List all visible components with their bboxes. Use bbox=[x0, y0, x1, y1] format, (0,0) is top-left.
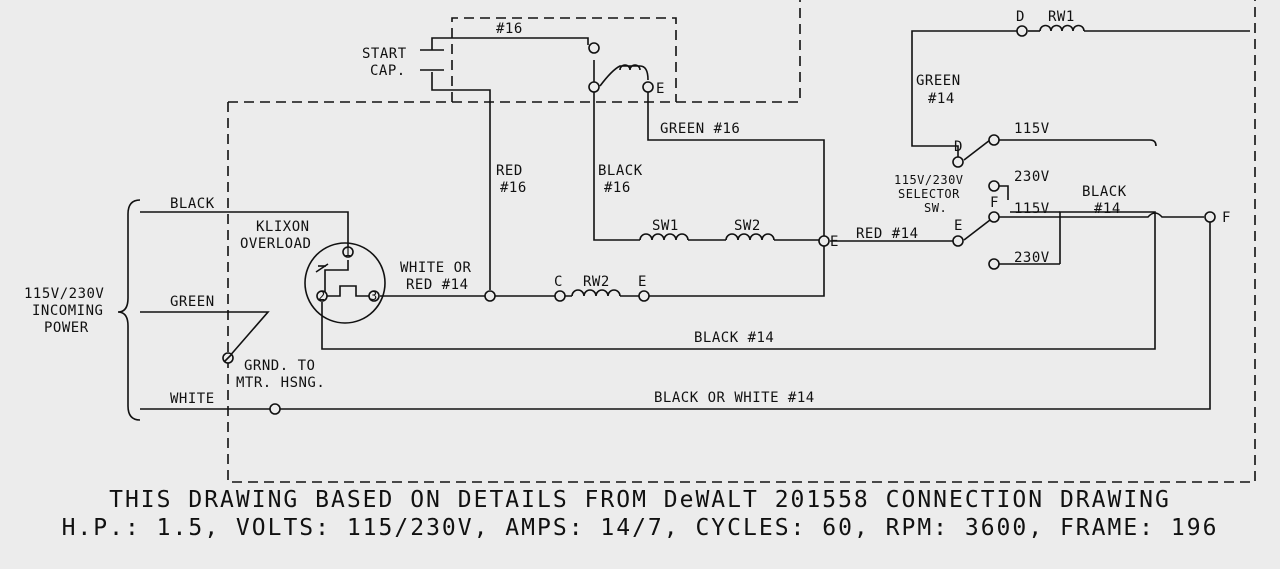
label-c: C bbox=[554, 274, 563, 290]
label-klixon-2: OVERLOAD bbox=[240, 236, 311, 252]
wire-green-16 bbox=[647, 92, 825, 236]
label-v115-mid: 115V bbox=[1014, 201, 1050, 217]
label-grnd-1: GRND. TO bbox=[244, 358, 315, 374]
incoming-power-brace bbox=[117, 199, 141, 421]
label-power-2: INCOMING bbox=[32, 303, 103, 319]
label-white-in: WHITE bbox=[170, 391, 215, 407]
label-black14: BLACK #14 bbox=[694, 330, 774, 346]
wire-black-16 bbox=[593, 92, 640, 241]
coil-rw1 bbox=[1039, 24, 1085, 32]
label-red14: RED #14 bbox=[856, 226, 919, 242]
overload-terminal-3 bbox=[368, 290, 380, 302]
label-e-sw: E bbox=[954, 218, 963, 234]
selector-contact-230v-top bbox=[988, 180, 1000, 192]
label-red16-1: RED bbox=[496, 163, 523, 179]
start-switch-terminal-bottom bbox=[588, 81, 600, 93]
label-overload-terminal-2: 2 bbox=[318, 289, 326, 303]
label-d-top: D bbox=[1016, 9, 1025, 25]
label-white-or-red-1: WHITE OR bbox=[400, 260, 472, 276]
label-e-junction: E bbox=[830, 234, 839, 250]
label-selector-2: SELECTOR bbox=[898, 187, 960, 201]
label-green16: GREEN #16 bbox=[660, 121, 740, 137]
label-grnd-2: MTR. HSNG. bbox=[236, 375, 325, 391]
terminals bbox=[222, 25, 1216, 415]
wire-black-or-white-14 bbox=[280, 222, 1211, 410]
selector-contact-f bbox=[988, 211, 1000, 223]
selector-contact-115v-top bbox=[988, 134, 1000, 146]
label-sw1: SW1 bbox=[652, 218, 679, 234]
label-v230-top: 230V bbox=[1014, 169, 1050, 185]
terminal-c bbox=[554, 290, 566, 302]
coil-rw2 bbox=[571, 289, 621, 297]
label-black-or-white14: BLACK OR WHITE #14 bbox=[654, 390, 815, 406]
label-rw2: RW2 bbox=[583, 274, 610, 290]
selector-terminal-d bbox=[952, 156, 964, 168]
overload-terminal-1 bbox=[342, 246, 354, 258]
labels: START CAP. #16 E GREEN #16 RED #16 BLACK… bbox=[24, 9, 1231, 407]
node-white-incoming bbox=[269, 403, 281, 415]
label-green-in: GREEN bbox=[170, 294, 215, 310]
label-f-sw: F bbox=[990, 195, 999, 211]
selector-terminal-e bbox=[952, 235, 964, 247]
label-rw1: RW1 bbox=[1048, 9, 1075, 25]
label-power-3: POWER bbox=[44, 320, 89, 336]
label-red16-2: #16 bbox=[500, 180, 527, 196]
label-sw2: SW2 bbox=[734, 218, 761, 234]
wire-f-right bbox=[998, 212, 1204, 218]
start-switch-terminal-e bbox=[642, 81, 654, 93]
label-black14-right-2: #14 bbox=[1094, 201, 1121, 217]
terminal-d-rw1 bbox=[1016, 25, 1028, 37]
label-black16-1: BLACK bbox=[598, 163, 643, 179]
label-start-cap-1: START bbox=[362, 46, 407, 62]
label-wire16-top: #16 bbox=[496, 21, 523, 37]
selector-contact-230v-bottom bbox=[988, 258, 1000, 270]
label-power-1: 115V/230V bbox=[24, 286, 104, 302]
label-black-in: BLACK bbox=[170, 196, 215, 212]
coil-sw2 bbox=[725, 233, 775, 241]
start-switch-terminal-top bbox=[588, 42, 600, 54]
coil-sw1 bbox=[639, 233, 689, 241]
label-green14-1: GREEN bbox=[916, 73, 961, 89]
label-d-sw: D bbox=[954, 139, 963, 155]
label-overload-terminal-1: 1 bbox=[344, 245, 352, 259]
coil-start-switch bbox=[619, 64, 641, 71]
klixon-overload bbox=[304, 242, 386, 324]
footer-line-2: H.P.: 1.5, VOLTS: 115/230V, AMPS: 14/7, … bbox=[62, 515, 1219, 541]
selector-blade-e bbox=[963, 219, 991, 241]
terminal-e-rw2 bbox=[638, 290, 650, 302]
selector-blade-d bbox=[963, 139, 991, 161]
terminal-f-right bbox=[1204, 211, 1216, 223]
label-black14-right-1: BLACK bbox=[1082, 184, 1127, 200]
label-overload-terminal-3: 3 bbox=[370, 289, 378, 303]
label-green14-2: #14 bbox=[928, 91, 955, 107]
label-white-or-red-2: RED #14 bbox=[406, 277, 469, 293]
wires bbox=[140, 30, 1250, 410]
start-switch-enclosure bbox=[451, 17, 677, 102]
wire-black-14 bbox=[321, 211, 1156, 350]
label-v115-top: 115V bbox=[1014, 121, 1050, 137]
wire-green-ground bbox=[140, 311, 270, 359]
label-selector-3: SW. bbox=[924, 201, 947, 215]
overload-terminal-2 bbox=[316, 290, 328, 302]
label-f-right: F bbox=[1222, 210, 1231, 226]
start-capacitor bbox=[420, 49, 444, 71]
node-e-junction bbox=[818, 235, 830, 247]
label-black16-2: #16 bbox=[604, 180, 631, 196]
motor-housing-boundary bbox=[227, 0, 1256, 483]
label-klixon-1: KLIXON bbox=[256, 219, 310, 235]
label-v230-bot: 230V bbox=[1014, 250, 1050, 266]
node-white-red bbox=[484, 290, 496, 302]
label-e-cap: E bbox=[656, 81, 665, 97]
footer: THIS DRAWING BASED ON DETAILS FROM DeWAL… bbox=[62, 487, 1219, 541]
label-e-rw2: E bbox=[638, 274, 647, 290]
wire-red-16 bbox=[431, 72, 491, 290]
label-selector-1: 115V/230V bbox=[894, 173, 964, 187]
wire-green-14 bbox=[911, 30, 1017, 158]
wire-black-incoming bbox=[140, 211, 349, 248]
label-start-cap-2: CAP. bbox=[370, 63, 406, 79]
footer-line-1: THIS DRAWING BASED ON DETAILS FROM DeWAL… bbox=[109, 487, 1171, 513]
